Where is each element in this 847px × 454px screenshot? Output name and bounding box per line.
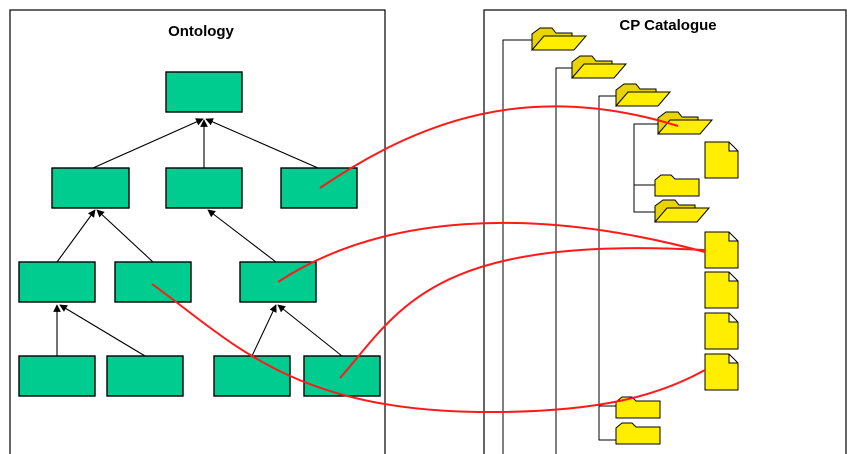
catalogue-title: CP Catalogue — [619, 17, 716, 34]
ontology-title: Ontology — [168, 23, 234, 40]
mapping-links — [151, 105, 706, 414]
ontology-node-i — [213, 355, 291, 397]
mapping-link-c-folder — [319, 105, 679, 189]
ontology-node-root — [165, 71, 243, 113]
catalogue-folders — [530, 27, 714, 445]
folder-icon — [614, 83, 672, 107]
folder-icon — [570, 55, 628, 79]
mapping-link-j-document — [339, 247, 706, 379]
ontology-node-d — [18, 261, 96, 303]
document-icon — [704, 231, 739, 269]
ontology-nodes — [18, 71, 381, 397]
edge-i-f — [251, 304, 277, 357]
catalogue-documents — [704, 141, 739, 391]
folder-icon — [530, 27, 588, 51]
edge-f-b — [207, 209, 277, 263]
edge-d-a — [56, 209, 96, 263]
tree-line-level2 — [598, 95, 616, 441]
tree-line-level3 — [633, 123, 658, 213]
catalogue-tree-lines — [502, 39, 658, 454]
folder-icon — [653, 199, 711, 223]
edge-e-a — [96, 209, 154, 263]
tree-line-level1 — [555, 67, 572, 454]
ontology-node-h — [106, 355, 184, 397]
ontology-edges — [53, 118, 343, 357]
tree-line-level0 — [502, 39, 532, 454]
ontology-node-b — [165, 167, 243, 209]
folder-icon — [615, 396, 661, 419]
folder-icon — [615, 422, 661, 445]
ontology-node-f — [239, 261, 317, 303]
edge-c-root — [205, 118, 319, 169]
mapping-link-e-document — [151, 283, 706, 414]
document-icon — [704, 271, 739, 309]
ontology-node-g — [18, 355, 96, 397]
document-icon — [704, 141, 739, 179]
edge-j-f — [277, 304, 343, 357]
edge-a-root — [92, 118, 204, 169]
ontology-node-a — [51, 167, 130, 209]
document-icon — [704, 353, 739, 391]
edge-h-d — [59, 304, 146, 357]
folder-icon — [654, 174, 700, 197]
catalogue-frame — [483, 9, 847, 454]
ontology-node-c — [280, 167, 358, 209]
ontology-node-e — [114, 261, 192, 303]
document-icon — [704, 312, 739, 350]
mapping-link-f-document — [277, 221, 706, 283]
catalogue-panel: CP Catalogue — [483, 9, 847, 454]
